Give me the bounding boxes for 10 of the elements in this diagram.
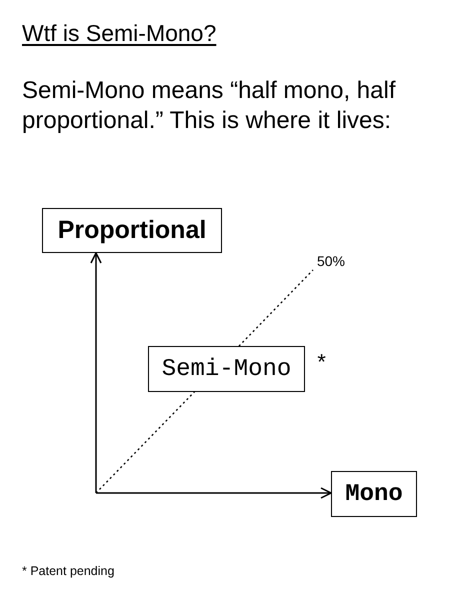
intro-text: Semi-Mono means “half mono, half proportional.” This is where it lives: xyxy=(22,76,397,136)
axis-label-box: Proportional xyxy=(42,208,222,253)
percent-label: 50% xyxy=(313,252,349,270)
category-box: Semi-Mono xyxy=(148,346,305,392)
axis-arrow xyxy=(90,252,102,493)
footnote-mark: * xyxy=(315,352,328,377)
axis-arrow xyxy=(96,487,332,499)
axis-label-box: Mono xyxy=(331,471,417,517)
title: Wtf is Semi-Mono? xyxy=(22,20,216,47)
footnote: * Patent pending xyxy=(22,564,114,578)
